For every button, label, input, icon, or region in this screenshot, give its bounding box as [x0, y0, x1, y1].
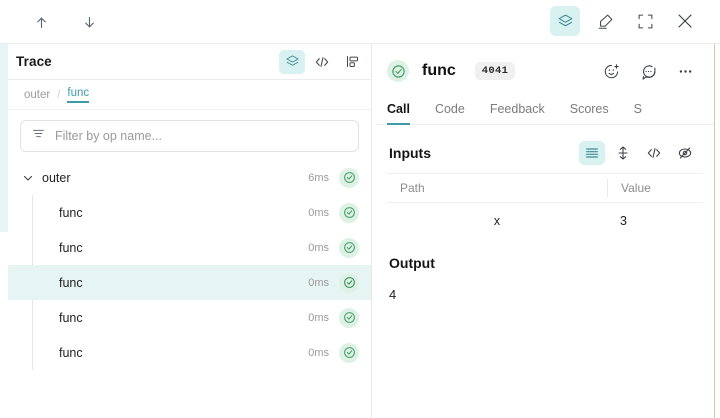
breadcrumb-separator: / — [57, 88, 61, 101]
tree-node-label: func — [59, 345, 83, 360]
filter-container — [8, 110, 371, 160]
panel-right-border — [714, 44, 715, 418]
chevron-down-icon[interactable] — [22, 172, 38, 184]
tab-scores[interactable]: Scores — [569, 102, 609, 116]
tree-node-label: outer — [42, 170, 71, 185]
trace-panel-header: Trace — [8, 44, 371, 80]
call-header-actions — [596, 56, 700, 86]
status-success-icon — [339, 202, 359, 223]
tree-row-func[interactable]: func 0ms — [8, 230, 371, 265]
tree-node-duration: 0ms — [308, 276, 329, 289]
call-detail-header: func 4041 — [375, 44, 714, 92]
tree-row-func[interactable]: func 0ms — [8, 195, 371, 230]
trace-view-toggles — [279, 49, 365, 74]
tree-node-duration: 0ms — [308, 311, 329, 324]
tab-code[interactable]: Code — [434, 102, 465, 116]
breadcrumb-item-outer[interactable]: outer — [24, 88, 51, 101]
adjacent-panel-edge — [0, 44, 8, 232]
page-title: func — [422, 62, 456, 79]
call-detail-panel: func 4041 — [375, 44, 714, 418]
breadcrumb-item-func[interactable]: func — [67, 87, 90, 103]
output-value: 4 — [389, 287, 397, 302]
trace-tree-toggle[interactable] — [550, 6, 580, 36]
column-header-value: Value — [607, 179, 651, 197]
tree-row-func-selected[interactable]: func 0ms — [8, 265, 371, 300]
tree-node-label: func — [59, 310, 83, 325]
json-view-toggle[interactable] — [641, 141, 667, 165]
tree-node-label: func — [59, 275, 83, 290]
output-title: Output — [389, 255, 435, 271]
tree-node-duration: 0ms — [308, 206, 329, 219]
status-success-icon — [339, 342, 359, 363]
cell-value: 3 — [620, 214, 627, 228]
add-reaction-button[interactable] — [596, 56, 626, 86]
hide-empty-toggle[interactable] — [672, 141, 698, 165]
status-success-icon — [339, 167, 359, 188]
detail-tabs: Call Code Feedback Scores S — [375, 92, 714, 125]
inputs-title: Inputs — [389, 145, 431, 161]
fullscreen-button[interactable] — [630, 6, 660, 36]
flamegraph-view-toggle[interactable] — [339, 50, 365, 74]
call-id-badge[interactable]: 4041 — [474, 62, 516, 80]
inputs-section-header: Inputs — [375, 125, 714, 173]
next-call-button[interactable] — [74, 7, 104, 37]
trace-title: Trace — [16, 54, 52, 69]
filter-input[interactable] — [55, 129, 348, 143]
navigation-arrows — [26, 7, 104, 37]
column-header-path: Path — [400, 181, 425, 195]
inputs-view-toggles — [579, 141, 698, 165]
filter-icon — [31, 126, 46, 146]
tree-node-duration: 0ms — [308, 346, 329, 359]
annotate-button[interactable] — [590, 6, 620, 36]
trace-tree: outer 6ms func 0ms func 0ms — [8, 160, 371, 370]
status-success-icon — [387, 60, 409, 82]
table-row[interactable]: x 3 — [387, 203, 702, 239]
close-button[interactable] — [670, 6, 700, 36]
tree-row-func[interactable]: func 0ms — [8, 335, 371, 370]
tree-row-outer[interactable]: outer 6ms — [8, 160, 371, 195]
code-view-toggle[interactable] — [309, 50, 335, 74]
trace-panel: Trace — [8, 44, 372, 418]
tab-call[interactable]: Call — [387, 102, 423, 125]
tab-summary-truncated[interactable]: S — [633, 102, 642, 116]
status-success-icon — [339, 272, 359, 293]
tree-row-func[interactable]: func 0ms — [8, 300, 371, 335]
tree-node-duration: 0ms — [308, 241, 329, 254]
filter-box[interactable] — [20, 120, 359, 152]
tree-node-label: func — [59, 240, 83, 255]
status-success-icon — [339, 307, 359, 328]
previous-call-button[interactable] — [26, 7, 56, 37]
status-success-icon — [339, 237, 359, 258]
tree-node-duration: 6ms — [308, 171, 329, 184]
inputs-table-header: Path Value — [387, 173, 702, 203]
more-options-button[interactable] — [670, 56, 700, 86]
output-section: Output 4 — [375, 239, 714, 302]
add-comment-button[interactable] — [633, 56, 663, 86]
tab-feedback[interactable]: Feedback — [489, 102, 545, 116]
inputs-table: Path Value x 3 — [387, 173, 702, 239]
expand-rows-toggle[interactable] — [610, 141, 636, 165]
breadcrumb: outer / func — [8, 80, 371, 110]
tree-view-toggle[interactable] — [279, 49, 305, 74]
list-view-toggle[interactable] — [579, 141, 605, 165]
top-toolbar — [0, 0, 720, 44]
tree-node-label: func — [59, 205, 83, 220]
top-toolbar-actions — [550, 6, 700, 36]
cell-path: x — [493, 214, 501, 228]
